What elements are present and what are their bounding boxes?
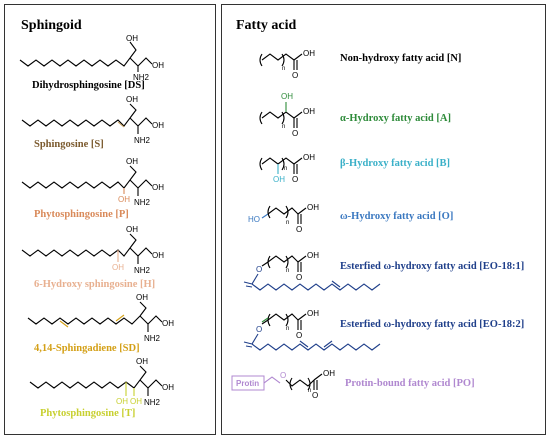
label-eo-18-1: Esterfied ω-hydroxy fatty acid [EO-18:1] xyxy=(340,261,525,272)
label-omega-hydroxy-fa: ω-Hydroxy fatty acid [O] xyxy=(340,211,454,222)
sphingoid-panel: Sphingoid xyxy=(4,4,216,435)
fatty-acid-panel: Fatty acid xyxy=(221,4,546,435)
label-protein-bound-fa: Protin-bound fatty acid [PO] xyxy=(345,378,475,389)
label-phytosphingosine-p: Phytosphingosine [P] xyxy=(34,209,129,220)
label-non-hydroxy-fa: Non-hydroxy fatty acid [N] xyxy=(340,53,462,64)
label-sphingosine: Sphingosine [S] xyxy=(34,139,104,150)
label-phytosphingosine-t: Phytosphingosine [T] xyxy=(40,408,136,419)
label-dihydrosphingosine: Dihydrosphingosine [DS] xyxy=(32,80,145,91)
sphingoid-title: Sphingoid xyxy=(21,18,82,33)
label-sphingadiene: 4,14-Sphingadiene [SD] xyxy=(34,343,140,354)
label-beta-hydroxy-fa: β-Hydroxy fatty acid [B] xyxy=(340,158,451,169)
label-6-hydroxy-sphingosine: 6-Hydroxy sphingosine [H] xyxy=(34,279,156,290)
label-alpha-hydroxy-fa: α-Hydroxy fatty acid [A] xyxy=(340,113,451,124)
label-eo-18-2: Esterfied ω-hydroxy fatty acid [EO-18:2] xyxy=(340,319,525,330)
fatty-acid-title: Fatty acid xyxy=(236,18,297,33)
